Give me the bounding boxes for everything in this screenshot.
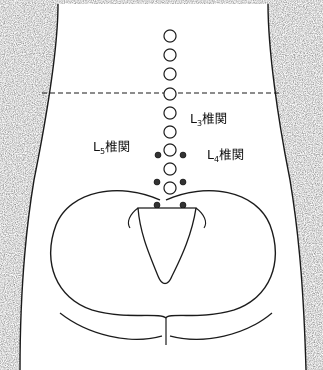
l4-facet-point-right xyxy=(180,179,186,185)
l5-facet-point-right xyxy=(180,202,186,208)
spinous-process-1 xyxy=(164,30,176,42)
l5-label: L5椎関 xyxy=(93,139,130,156)
l5-facet-point-left xyxy=(154,202,160,208)
l4-label: L4椎関 xyxy=(207,147,244,164)
spinous-process-5 xyxy=(164,107,176,119)
l4-facet-point-left xyxy=(154,179,160,185)
spinous-process-4 xyxy=(164,88,176,100)
l3-label: L3椎関 xyxy=(190,111,227,128)
spinous-process-2 xyxy=(164,49,176,61)
spinous-process-3 xyxy=(164,68,176,80)
spinous-process-9 xyxy=(164,182,176,194)
l3-facet-point-right xyxy=(180,152,186,158)
l3-facet-point-left xyxy=(155,152,161,158)
spinous-process-8 xyxy=(164,163,176,175)
spinous-process-6 xyxy=(164,126,176,138)
spinous-process-7 xyxy=(164,144,176,156)
spinous-processes xyxy=(164,30,176,194)
